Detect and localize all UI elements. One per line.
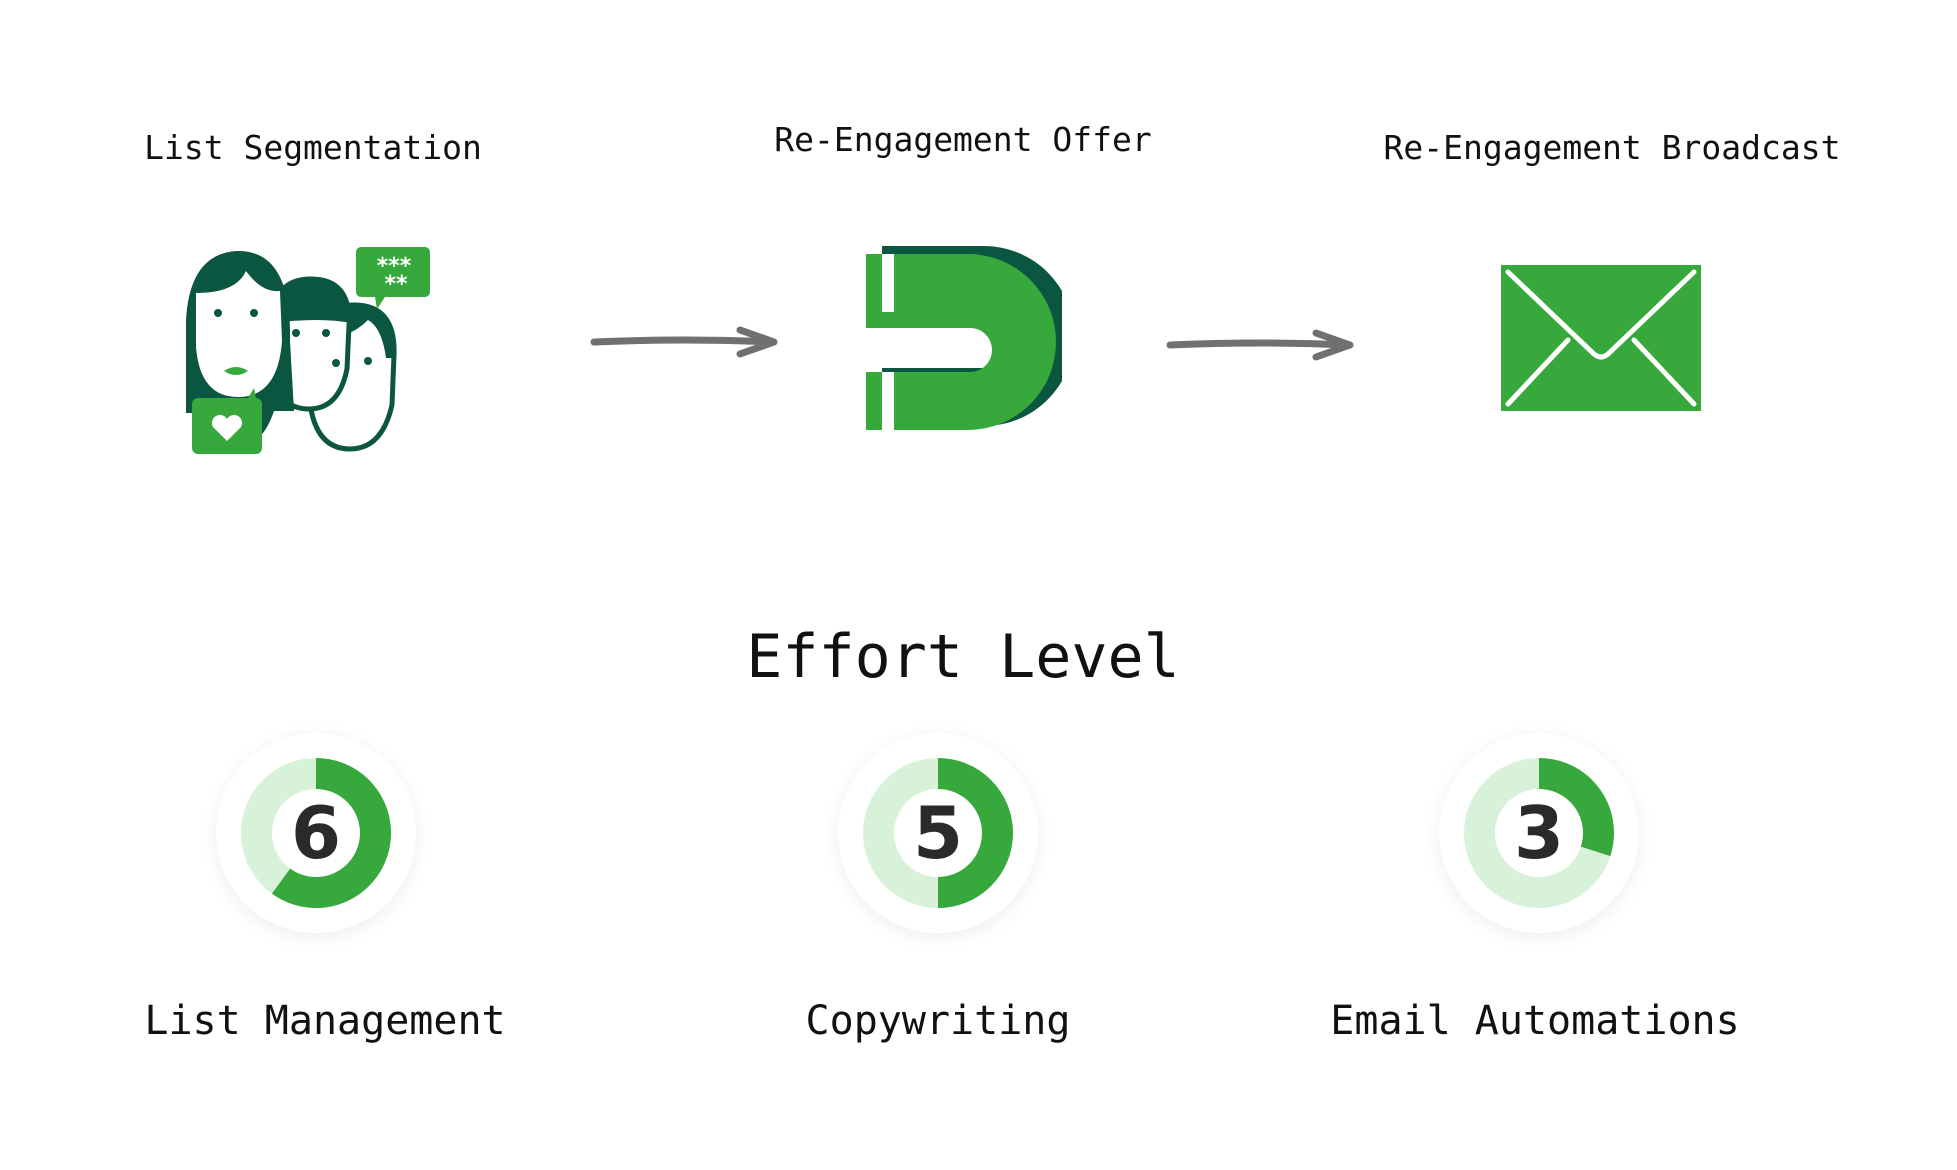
step-title-re-engagement-offer: Re-Engagement Offer [774,120,1152,159]
gauge-label-email-automations: Email Automations [1330,998,1740,1044]
magnet-icon [866,246,1062,430]
step-title-list-segmentation: List Segmentation [144,128,482,167]
gauge-value: 6 [290,791,342,875]
gauge-label-copywriting: Copywriting [805,998,1071,1044]
gauge-fill [1538,758,1614,857]
people-segmentation-icon: *** ** [186,247,430,454]
effort-gauge-copywriting: 5 [838,733,1038,933]
step-title-re-engagement-broadcast: Re-Engagement Broadcast [1383,128,1841,167]
effort-level-title: Effort Level [746,622,1180,692]
gauge-value: 5 [912,791,964,875]
gauge-label-list-management: List Management [144,998,506,1044]
effort-gauge-list-management: 6 [216,733,416,933]
envelope-icon [1501,265,1701,411]
gauge-fill [271,758,391,908]
svg-text:**: ** [384,272,408,297]
gauge-fill [937,758,1013,908]
arrow-right-icon [590,326,778,358]
effort-gauge-email-automations: 3 [1439,733,1639,933]
gauge-value: 3 [1513,791,1565,875]
arrow-right-icon [1166,329,1354,361]
svg-text:***: *** [377,254,412,279]
